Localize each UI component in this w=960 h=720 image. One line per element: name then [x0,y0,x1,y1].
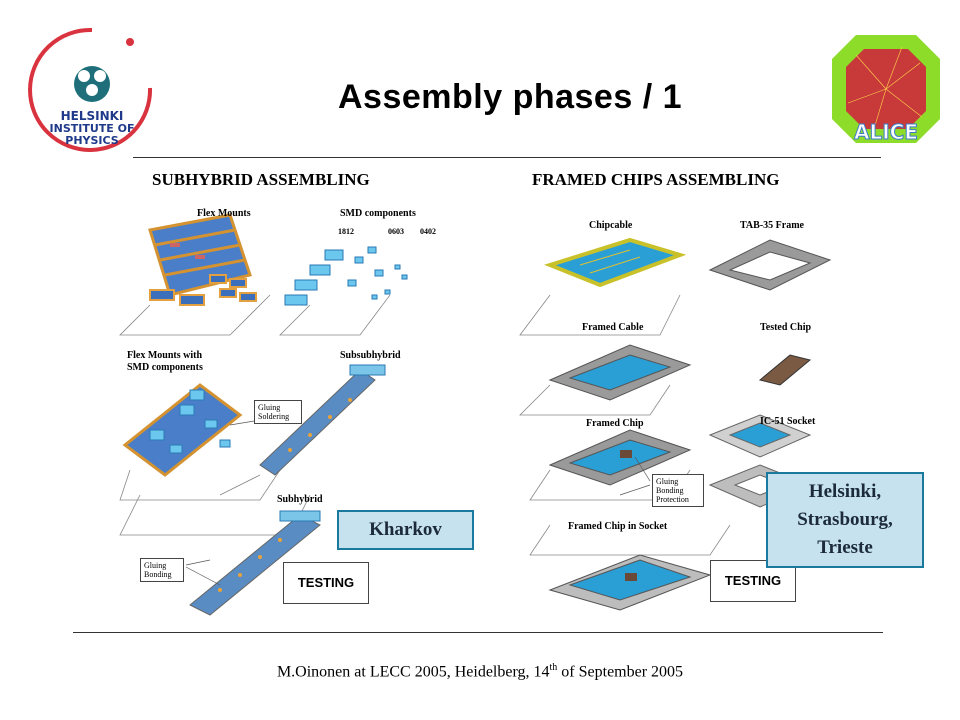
flex-smd-graphic [122,383,243,477]
tab-frame-label: TAB-35 Frame [740,220,804,231]
gbp-line-3: Protection [656,495,689,504]
gluing-soldering-line-1: Gluing [258,403,281,412]
flex-mounts-graphic [148,213,257,306]
framed-cable-label: Framed Cable [582,322,644,333]
flex-mounts-smd-label-2: SMD components [127,362,203,373]
flex-mounts-label: Flex Mounts [197,208,251,219]
ic-socket-label: IC-51 Socket [760,416,816,427]
subhybrid-label: Subhybrid [277,494,323,505]
chipcable-label: Chipcable [589,220,633,231]
flex-mounts-smd-label-1: Flex Mounts with [127,350,202,361]
logo-line-1: HELSINKI [61,109,124,123]
subsubhybrid-label: Subsubhybrid [340,350,401,361]
alice-text: ALICE [854,120,918,143]
gluing-soldering-note: Gluing Soldering [254,400,302,424]
gluing-bonding-line-2: Bonding [144,570,172,579]
framed-chip-socket-label: Framed Chip in Socket [568,521,668,532]
alice-logo: ALICE [826,33,946,145]
bottom-divider [73,632,883,633]
size-1812: 1812 [338,227,354,236]
tab-frame-graphic [708,239,832,291]
footer-rest: of September 2005 [557,663,684,681]
gbp-line-1: Gluing [656,477,679,486]
gluing-bonding-protection-note: Gluing Bonding Protection [652,474,704,507]
smd-components-label: SMD components [340,208,416,219]
footer-text: M.Oinonen at LECC 2005, Heidelberg, 14 [276,663,550,681]
gluing-bonding-note: Gluing Bonding [140,558,184,582]
logo-line-3: PHYSICS [65,134,119,147]
subsubhybrid-graphic [259,364,386,476]
framed-chip-graphic [548,429,692,486]
size-0402: 0402 [420,227,436,236]
helsinki-line-1: Helsinki, [808,481,882,502]
footer-sup: th [549,662,558,673]
subhybrid-heading: SUBHYBRID ASSEMBLING [152,170,370,189]
gluing-soldering-line-2: Soldering [258,412,290,421]
chipcable-graphic [544,237,687,288]
helsinki-callout: Helsinki, Strasbourg, Trieste [766,472,924,568]
helsinki-line-3: Trieste [817,537,873,558]
left-testing-box: TESTING [283,562,369,604]
tested-chip-graphic [758,354,812,386]
framed-chips-heading: FRAMED CHIPS ASSEMBLING [532,170,780,189]
top-divider [133,157,881,158]
gbp-line-2: Bonding [656,486,684,495]
helsinki-institute-logo: HELSINKI INSTITUTE OF PHYSICS [22,18,162,168]
smd-components-graphic [284,246,408,306]
gluing-bonding-line-1: Gluing [144,561,167,570]
page-title: Assembly phases / 1 [337,78,682,116]
footer: M.Oinonen at LECC 2005, Heidelberg, 14th… [0,662,960,681]
tested-chip-label: Tested Chip [760,322,812,333]
subhybrid-graphic [189,510,321,616]
helsinki-line-2: Strasbourg, [797,509,893,530]
size-0603: 0603 [388,227,404,236]
kharkov-callout: Kharkov [337,510,474,550]
framed-chip-socket-graphic [548,554,712,611]
framed-chip-label: Framed Chip [586,418,644,429]
framed-cable-graphic [548,344,692,401]
logo-line-2: INSTITUTE OF [50,122,135,135]
